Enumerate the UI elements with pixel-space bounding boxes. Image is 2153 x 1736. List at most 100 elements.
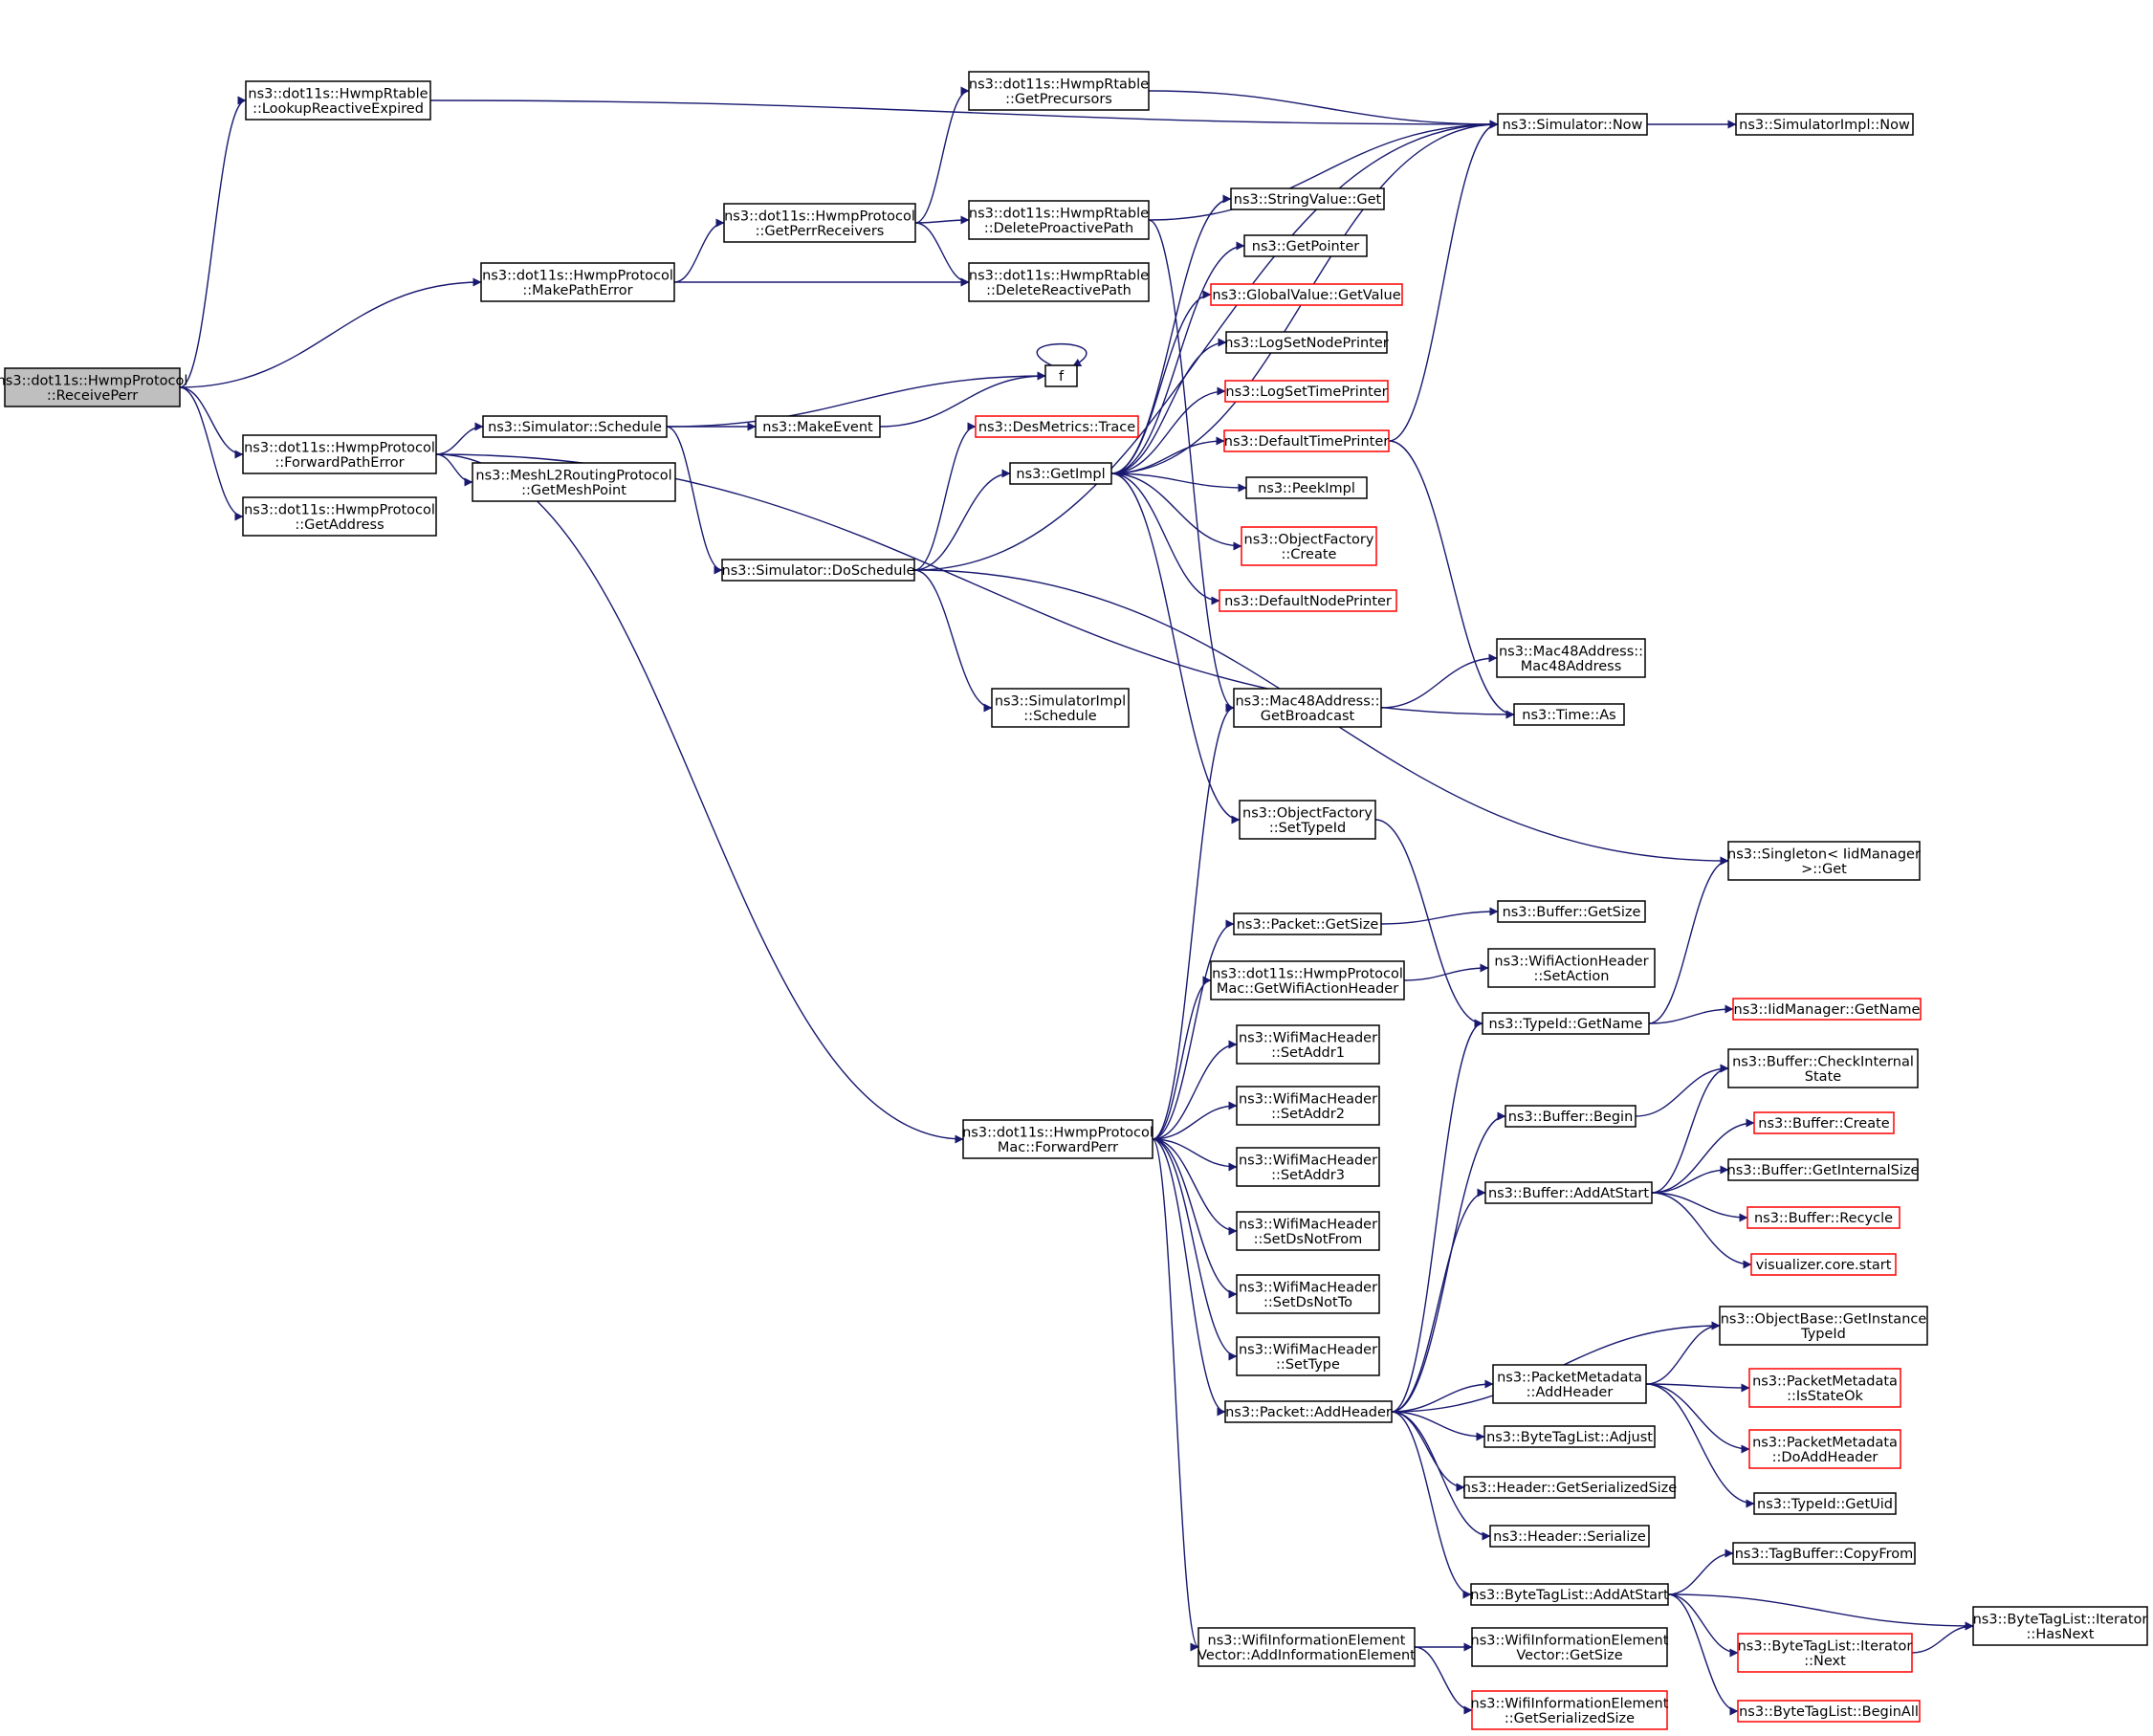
node-getperrrecv[interactable]: ns3::dot11s::HwmpProtocol::GetPerrReceiv… xyxy=(723,203,916,243)
node-delreactive[interactable]: ns3::dot11s::HwmpRtable::DeleteReactiveP… xyxy=(968,262,1150,302)
node-hdrserialize[interactable]: ns3::Header::Serialize xyxy=(1489,1525,1650,1548)
node-pmaddheader[interactable]: ns3::PacketMetadata::AddHeader xyxy=(1492,1364,1647,1404)
node-forwardperr[interactable]: ns3::dot11s::HwmpProtocolMac::ForwardPer… xyxy=(962,1119,1153,1159)
node-globalget[interactable]: ns3::GlobalValue::GetValue xyxy=(1210,283,1403,306)
node-btladjust[interactable]: ns3::ByteTagList::Adjust xyxy=(1483,1425,1656,1448)
node-bufbegin[interactable]: ns3::Buffer::Begin xyxy=(1505,1105,1637,1128)
node-bufinternal[interactable]: ns3::Buffer::GetInternalSize xyxy=(1727,1158,1920,1181)
node-timeas[interactable]: ns3::Time::As xyxy=(1513,703,1625,726)
node-label: ns3::Packet::GetSize xyxy=(1237,917,1379,933)
node-addr2[interactable]: ns3::WifiMacHeader::SetAddr2 xyxy=(1236,1086,1380,1126)
node-defnode[interactable]: ns3::DefaultNodePrinter xyxy=(1219,589,1397,612)
node-infogetser[interactable]: ns3::WifiInformationElement::GetSerializ… xyxy=(1471,1690,1669,1730)
node-box xyxy=(968,262,1150,302)
node-schedule[interactable]: ns3::Simulator::Schedule xyxy=(482,415,668,438)
node-lognode[interactable]: ns3::LogSetNodePrinter xyxy=(1224,331,1389,354)
node-vizstart[interactable]: visualizer.core.start xyxy=(1750,1253,1897,1276)
edge-pktaddheader-to-btladjust xyxy=(1391,1411,1485,1441)
node-label: ns3::Header::Serialize xyxy=(1493,1529,1646,1545)
node-doschedule[interactable]: ns3::Simulator::DoSchedule xyxy=(721,559,915,582)
node-addr1[interactable]: ns3::WifiMacHeader::SetAddr1 xyxy=(1236,1024,1380,1065)
node-label: ns3::dot11s::HwmpRtable xyxy=(969,268,1149,283)
edge-bufaddstart-to-bufinternal xyxy=(1651,1165,1729,1194)
node-objsettype[interactable]: ns3::ObjectFactory::SetTypeId xyxy=(1239,800,1376,840)
node-simnow[interactable]: ns3::Simulator::Now xyxy=(1497,113,1648,136)
node-bufaddstart[interactable]: ns3::Buffer::AddAtStart xyxy=(1484,1181,1653,1204)
node-btlhasnext[interactable]: ns3::ByteTagList::Iterator::HasNext xyxy=(1972,1606,2148,1646)
node-peekimpl[interactable]: ns3::PeekImpl xyxy=(1245,476,1368,499)
node-pmdoadd[interactable]: ns3::PacketMetadata::DoAddHeader xyxy=(1748,1429,1901,1469)
node-receive[interactable]: ns3::dot11s::HwmpProtocol::ReceivePerr xyxy=(0,367,187,407)
node-mac48bc[interactable]: ns3::Mac48Address::GetBroadcast xyxy=(1233,688,1382,728)
node-label: ::DeleteReactivePath xyxy=(986,283,1131,298)
node-pktaddheader[interactable]: ns3::Packet::AddHeader xyxy=(1224,1400,1393,1423)
node-label: ns3::dot11s::HwmpProtocol xyxy=(962,1125,1153,1140)
node-deftime[interactable]: ns3::DefaultTimePrinter xyxy=(1223,429,1390,452)
node-label: ns3::dot11s::HwmpRtable xyxy=(969,77,1149,92)
node-label: ns3::Mac48Address:: xyxy=(1235,693,1379,709)
node-typegetuid[interactable]: ns3::TypeId::GetUid xyxy=(1753,1492,1897,1515)
node-label: ns3::Buffer::CheckInternal xyxy=(1732,1054,1914,1069)
node-bufrecycle[interactable]: ns3::Buffer::Recycle xyxy=(1747,1206,1900,1229)
node-setaction[interactable]: ns3::WifiActionHeader::SetAction xyxy=(1487,948,1656,988)
node-hdrgetsize[interactable]: ns3::Header::GetSerializedSize xyxy=(1462,1476,1678,1499)
node-typegetname[interactable]: ns3::TypeId::GetName xyxy=(1482,1012,1650,1035)
edge-getwifiaction-to-setaction xyxy=(1403,963,1489,981)
node-dsnotto[interactable]: ns3::WifiMacHeader::SetDsNotTo xyxy=(1236,1274,1380,1314)
node-getprecursors[interactable]: ns3::dot11s::HwmpRtable::GetPrecursors xyxy=(968,71,1150,111)
node-iidgetname[interactable]: ns3::IidManager::GetName xyxy=(1732,998,1922,1021)
node-forwardpath[interactable]: ns3::dot11s::HwmpProtocol::ForwardPathEr… xyxy=(242,434,437,474)
node-btladdstart[interactable]: ns3::ByteTagList::AddAtStart xyxy=(1470,1583,1669,1606)
edge-typegetname-to-singleton xyxy=(1648,856,1729,1024)
node-addinfo[interactable]: ns3::WifiInformationElementVector::AddIn… xyxy=(1197,1627,1416,1667)
node-label: ::IsStateOk xyxy=(1787,1389,1863,1404)
node-simimplnow[interactable]: ns3::SimulatorImpl::Now xyxy=(1735,113,1914,136)
node-label: ns3::GetPointer xyxy=(1252,239,1360,254)
node-tagcopy[interactable]: ns3::TagBuffer::CopyFrom xyxy=(1732,1542,1916,1565)
node-btlnext[interactable]: ns3::ByteTagList::Iterator::Next xyxy=(1737,1633,1913,1673)
node-strget[interactable]: ns3::StringValue::Get xyxy=(1230,187,1385,210)
node-pmisstate[interactable]: ns3::PacketMetadata::IsStateOk xyxy=(1748,1368,1901,1408)
node-box xyxy=(1497,113,1648,136)
node-singleton[interactable]: ns3::Singleton< IidManager>::Get xyxy=(1727,841,1921,881)
edge-pktaddheader-to-pmaddheader xyxy=(1391,1379,1494,1413)
node-getaddress[interactable]: ns3::dot11s::HwmpProtocol::GetAddress xyxy=(242,496,437,537)
node-lookup[interactable]: ns3::dot11s::HwmpRtable::LookupReactiveE… xyxy=(245,80,431,121)
node-delproactive[interactable]: ns3::dot11s::HwmpRtable::DeleteProactive… xyxy=(968,200,1150,240)
node-btlbeginall[interactable]: ns3::ByteTagList::BeginAll xyxy=(1737,1700,1921,1723)
node-settype[interactable]: ns3::WifiMacHeader::SetType xyxy=(1236,1336,1380,1376)
node-desmetrics[interactable]: ns3::DesMetrics::Trace xyxy=(975,415,1139,438)
node-f[interactable]: f xyxy=(1044,364,1078,387)
node-box xyxy=(1219,589,1397,612)
node-infogetsize[interactable]: ns3::WifiInformationElementVector::GetSi… xyxy=(1471,1627,1669,1667)
node-label: ns3::WifiMacHeader xyxy=(1239,1280,1377,1295)
node-pktgetsize[interactable]: ns3::Packet::GetSize xyxy=(1233,912,1382,935)
node-objcreate[interactable]: ns3::ObjectFactory::Create xyxy=(1241,526,1377,566)
node-getwifiaction[interactable]: ns3::dot11s::HwmpProtocolMac::GetWifiAct… xyxy=(1210,960,1405,1000)
node-makeevent[interactable]: ns3::MakeEvent xyxy=(755,415,881,438)
node-getpointer[interactable]: ns3::GetPointer xyxy=(1243,234,1368,257)
node-label: ns3::MakeEvent xyxy=(762,420,873,435)
node-box xyxy=(1732,998,1922,1021)
node-box xyxy=(968,71,1150,111)
node-logtime[interactable]: ns3::LogSetTimePrinter xyxy=(1224,380,1389,403)
node-getimpl[interactable]: ns3::GetImpl xyxy=(1009,462,1112,485)
edge-pmaddheader-to-pmisstate xyxy=(1645,1383,1750,1393)
node-box xyxy=(1727,1048,1919,1088)
edge-getimpl-to-getpointer xyxy=(1110,241,1245,474)
node-makepath[interactable]: ns3::dot11s::HwmpProtocol::MakePathError xyxy=(480,262,675,302)
node-bufcreate[interactable]: ns3::Buffer::Create xyxy=(1753,1111,1895,1134)
node-addr3[interactable]: ns3::WifiMacHeader::SetAddr3 xyxy=(1236,1147,1380,1187)
node-mac48ctor[interactable]: ns3::Mac48Address::Mac48Address xyxy=(1496,638,1646,678)
edge-getimpl-to-peekimpl xyxy=(1110,472,1247,493)
node-simimplsched[interactable]: ns3::SimulatorImpl::Schedule xyxy=(991,688,1130,728)
node-label: ns3::PeekImpl xyxy=(1258,481,1355,496)
node-label: ns3::WifiMacHeader xyxy=(1239,1030,1377,1045)
node-bufgetsize[interactable]: ns3::Buffer::GetSize xyxy=(1497,900,1646,923)
edge-receive-to-forwardpath xyxy=(179,386,244,459)
node-dsnotfrom[interactable]: ns3::WifiMacHeader::SetDsNotFrom xyxy=(1236,1211,1380,1251)
node-meshpoint[interactable]: ns3::MeshL2RoutingProtocol::GetMeshPoint xyxy=(472,462,676,502)
node-label: ns3::WifiActionHeader xyxy=(1494,954,1648,969)
